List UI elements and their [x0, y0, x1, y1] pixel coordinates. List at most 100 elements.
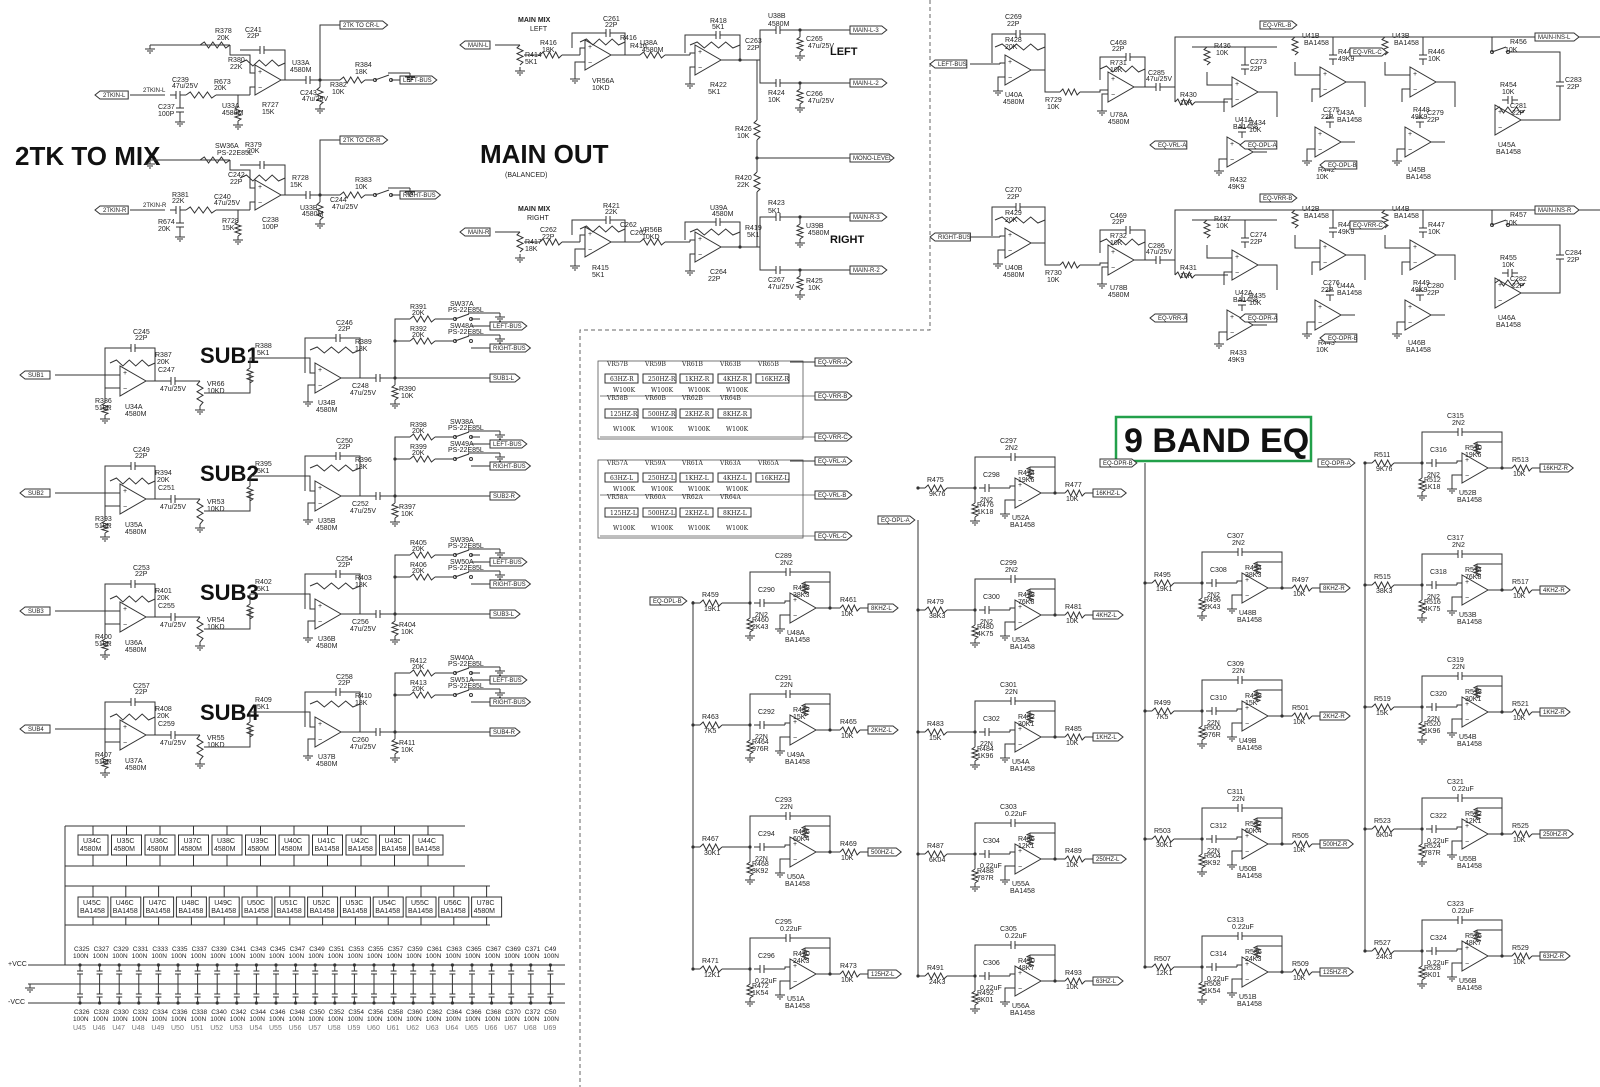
vr-value: 18K: [525, 246, 538, 253]
r-value: 10K: [808, 285, 821, 292]
u-label: C238: [262, 217, 279, 224]
r-value: 47u/25V: [214, 200, 240, 207]
net-tag-text: EQ-OPR-B: [1103, 461, 1133, 467]
junction: [1500, 832, 1504, 836]
net-tag-text: MAIN-R-2: [853, 268, 880, 274]
r-label: R502: [1245, 821, 1262, 828]
switch-contact: [469, 339, 473, 343]
net-tag-shape: [814, 391, 853, 401]
wire: [109, 359, 156, 367]
r-value: 10K: [841, 855, 854, 862]
r-label: R395: [255, 461, 272, 468]
c-value: 22P: [135, 335, 148, 342]
wire: [100, 638, 110, 652]
u-label: U49B: [1239, 738, 1257, 745]
r-value: BA1458: [1304, 213, 1329, 220]
junction: [333, 963, 337, 967]
r-value: 5K1: [257, 586, 270, 593]
c-label: C256: [352, 619, 369, 626]
pot-label: VR63A: [719, 460, 741, 467]
u-label: U40B: [1005, 265, 1023, 272]
wire: [304, 691, 330, 727]
label-right-small: RIGHT: [527, 215, 550, 222]
net-tag-shape: [867, 603, 899, 613]
r-value: 5K1: [747, 232, 760, 239]
pot-value: W100K: [688, 486, 711, 493]
net-tag-shape: [867, 847, 903, 857]
c-value: 0.22uF: [1452, 908, 1474, 915]
net-tag: 8KHZ-L: [867, 603, 899, 613]
wire: [1451, 718, 1462, 729]
wire: [784, 844, 790, 847]
opamp-U37B: [314, 716, 343, 748]
u-value: 49K9: [1228, 184, 1244, 191]
u-label: U56A: [1012, 1003, 1030, 1010]
r-value: 10K: [401, 629, 414, 636]
wire: [1248, 807, 1283, 844]
net-tag: MAIN-R-3: [849, 212, 888, 222]
c-label: C306: [983, 960, 1000, 967]
cap-unit-label: U67: [504, 1025, 517, 1032]
c-label: C308: [1210, 567, 1227, 574]
wire: [1201, 935, 1232, 967]
wire: [454, 549, 470, 556]
c-value: 0.22uF: [1452, 786, 1474, 793]
r-value: 20K: [412, 450, 425, 457]
r-label: R420: [735, 175, 752, 182]
c-label: C249: [133, 447, 150, 454]
section-sub1: SUB1+−U34A4580MR386510RC24522PR38720KC24…: [19, 301, 532, 424]
net-tag-shape: [1539, 585, 1571, 595]
u-label: U52B: [1459, 490, 1477, 497]
wire: [574, 248, 585, 262]
junction: [372, 963, 376, 967]
c-label: C317: [1447, 535, 1464, 542]
wire: [1223, 98, 1232, 112]
net-tag-text: RIGHT-BUS: [493, 464, 526, 470]
net-tag: SUB2: [19, 488, 51, 498]
wire: [245, 721, 255, 738]
r-label: R490: [1018, 958, 1035, 965]
sw-label: SW51A: [450, 677, 474, 684]
r-value: 4580M: [222, 110, 244, 117]
wire: [800, 581, 810, 595]
r-value: 20K: [157, 595, 170, 602]
r-value: 24K3: [1245, 956, 1261, 963]
c-value: 10K: [1428, 56, 1441, 63]
net-tag-text: 63HZ-R: [1543, 954, 1565, 960]
net-tag-shape: [814, 531, 853, 541]
c-value: 2N2: [780, 560, 793, 567]
r-label: R474: [1018, 470, 1035, 477]
r-label: R431: [1180, 265, 1197, 272]
wire: [1451, 840, 1462, 851]
r-value: 10K: [1216, 223, 1229, 230]
sw-value: PS-22E85L: [448, 543, 484, 550]
c-label: C274: [1250, 232, 1267, 239]
u-value: 4580M: [125, 765, 147, 772]
wire: [1472, 807, 1482, 821]
net-tag-text: RIGHT-BUS: [493, 700, 526, 706]
cap-value-top: 100N: [485, 953, 501, 960]
r-value: 10K: [1513, 837, 1526, 844]
c-value: 22P: [1112, 219, 1125, 226]
wire: [970, 502, 980, 518]
cap-label-bottom: C366: [466, 1009, 482, 1016]
cap-label-top: C329: [113, 946, 129, 953]
cap-label-top: C367: [486, 946, 502, 953]
u-label: U56B: [1459, 978, 1477, 985]
net-tag-text: 8KHZ-R: [1323, 586, 1345, 592]
r-label: R521: [1512, 701, 1529, 708]
u-value: 4580M: [474, 908, 496, 915]
junction: [548, 1001, 553, 1005]
r-value: 7K5: [704, 728, 717, 735]
net-tag-shape: [489, 557, 528, 567]
net-tag-text: MAIN-L: [468, 43, 489, 49]
cap-label-top: C347: [290, 946, 306, 953]
cap-label-bottom: C372: [525, 1009, 541, 1016]
c-label: C302: [983, 716, 1000, 723]
net-tag-text: EQ-VRL-C: [1353, 50, 1382, 56]
wire: [1451, 596, 1462, 607]
wire: [1004, 865, 1015, 876]
wire: [1346, 81, 1366, 107]
opamp-plus-sign: +: [793, 719, 797, 726]
u-value: 4580M: [125, 647, 147, 654]
